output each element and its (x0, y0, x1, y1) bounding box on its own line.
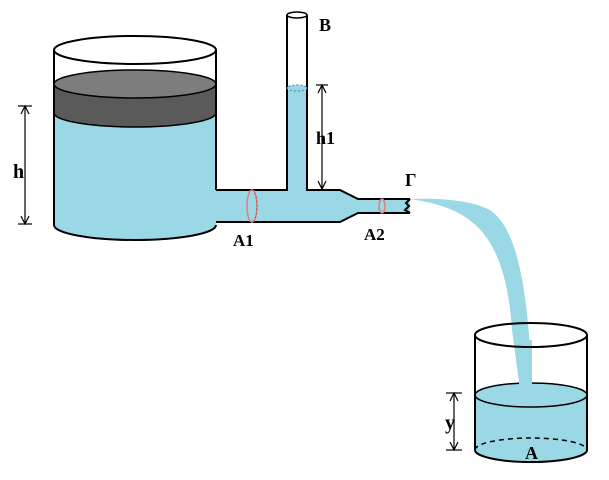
large-tank (53, 35, 217, 241)
section-a2-mark (378, 198, 386, 214)
tube-water-surface (286, 84, 308, 92)
pipe-water (216, 90, 410, 222)
dimension-y (446, 391, 462, 452)
label-h: h (13, 161, 24, 183)
label-b: B (319, 15, 331, 35)
label-h1: h1 (316, 128, 335, 148)
label-a1: A1 (233, 231, 254, 250)
label-a2: A2 (364, 225, 385, 244)
dimension-h1 (316, 83, 328, 191)
label-y: y (445, 412, 455, 434)
container-rim (474, 322, 588, 348)
label-gamma: Γ (405, 170, 416, 190)
small-container (474, 322, 588, 463)
water-jet (410, 198, 532, 382)
tube-top (286, 11, 308, 19)
tank-rim (53, 35, 217, 65)
dimension-h (18, 104, 32, 226)
container-water (475, 395, 587, 462)
pipe-system (216, 11, 411, 223)
piston-top (53, 69, 217, 99)
label-a: A (525, 443, 538, 463)
tank-water (54, 113, 216, 240)
